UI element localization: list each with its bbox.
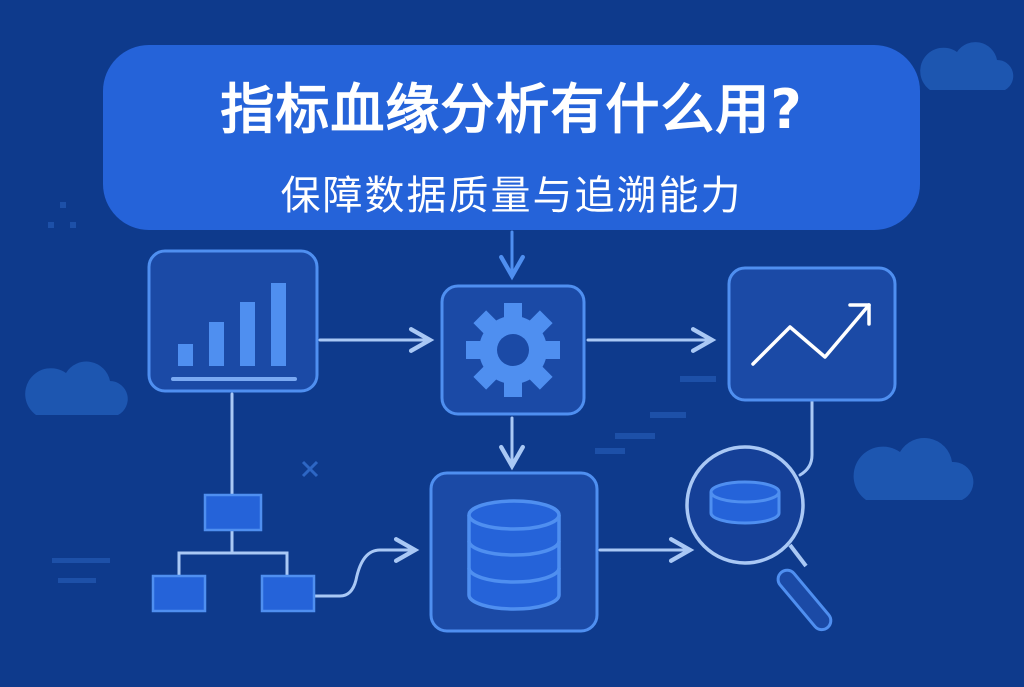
trend-up-icon [751,303,871,366]
cloud-icon [920,42,1014,90]
database-icon [467,499,561,611]
trend-chart-box [727,266,897,402]
hierarchy-icon [151,493,316,613]
page-title: 指标血缘分析有什么用? [220,78,803,141]
page-subtitle: 保障数据质量与追溯能力 [280,173,743,219]
bar-chart-icon [171,283,297,381]
database-box [429,471,599,633]
line-trend-to-magnifier [798,400,814,477]
connectors [177,230,814,598]
magnifier-database-icon [685,445,833,632]
title-banner: 指标血缘分析有什么用? 保障数据质量与追溯能力 [103,45,920,230]
dash-decorations [48,202,716,583]
cloud-icon [853,437,974,500]
close-x-decoration-icon [301,460,319,478]
arrow-hierarchy-to-database [313,537,420,598]
processing-gear-box [440,284,586,416]
metrics-bar-chart-box [147,249,319,393]
gear-icon [466,303,560,397]
cloud-icon [25,361,128,415]
